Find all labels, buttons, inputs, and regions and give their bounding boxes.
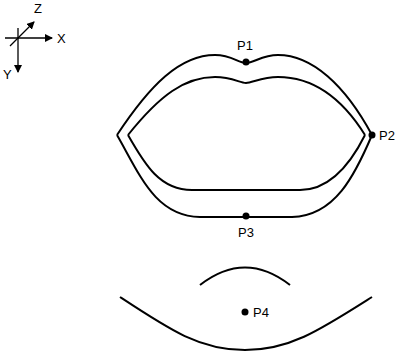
- point-markers: [242, 59, 376, 316]
- axis-triad: [5, 22, 52, 72]
- axis-label: X: [57, 32, 66, 45]
- axis-label: Z: [34, 2, 42, 15]
- point-label: P4: [253, 306, 269, 319]
- point-label: P3: [238, 226, 254, 239]
- point-label: P2: [379, 129, 395, 142]
- point-label: P1: [237, 39, 253, 52]
- axis-label: Y: [3, 68, 12, 81]
- lip-outlines: [117, 55, 372, 217]
- chin-outlines: [120, 268, 372, 351]
